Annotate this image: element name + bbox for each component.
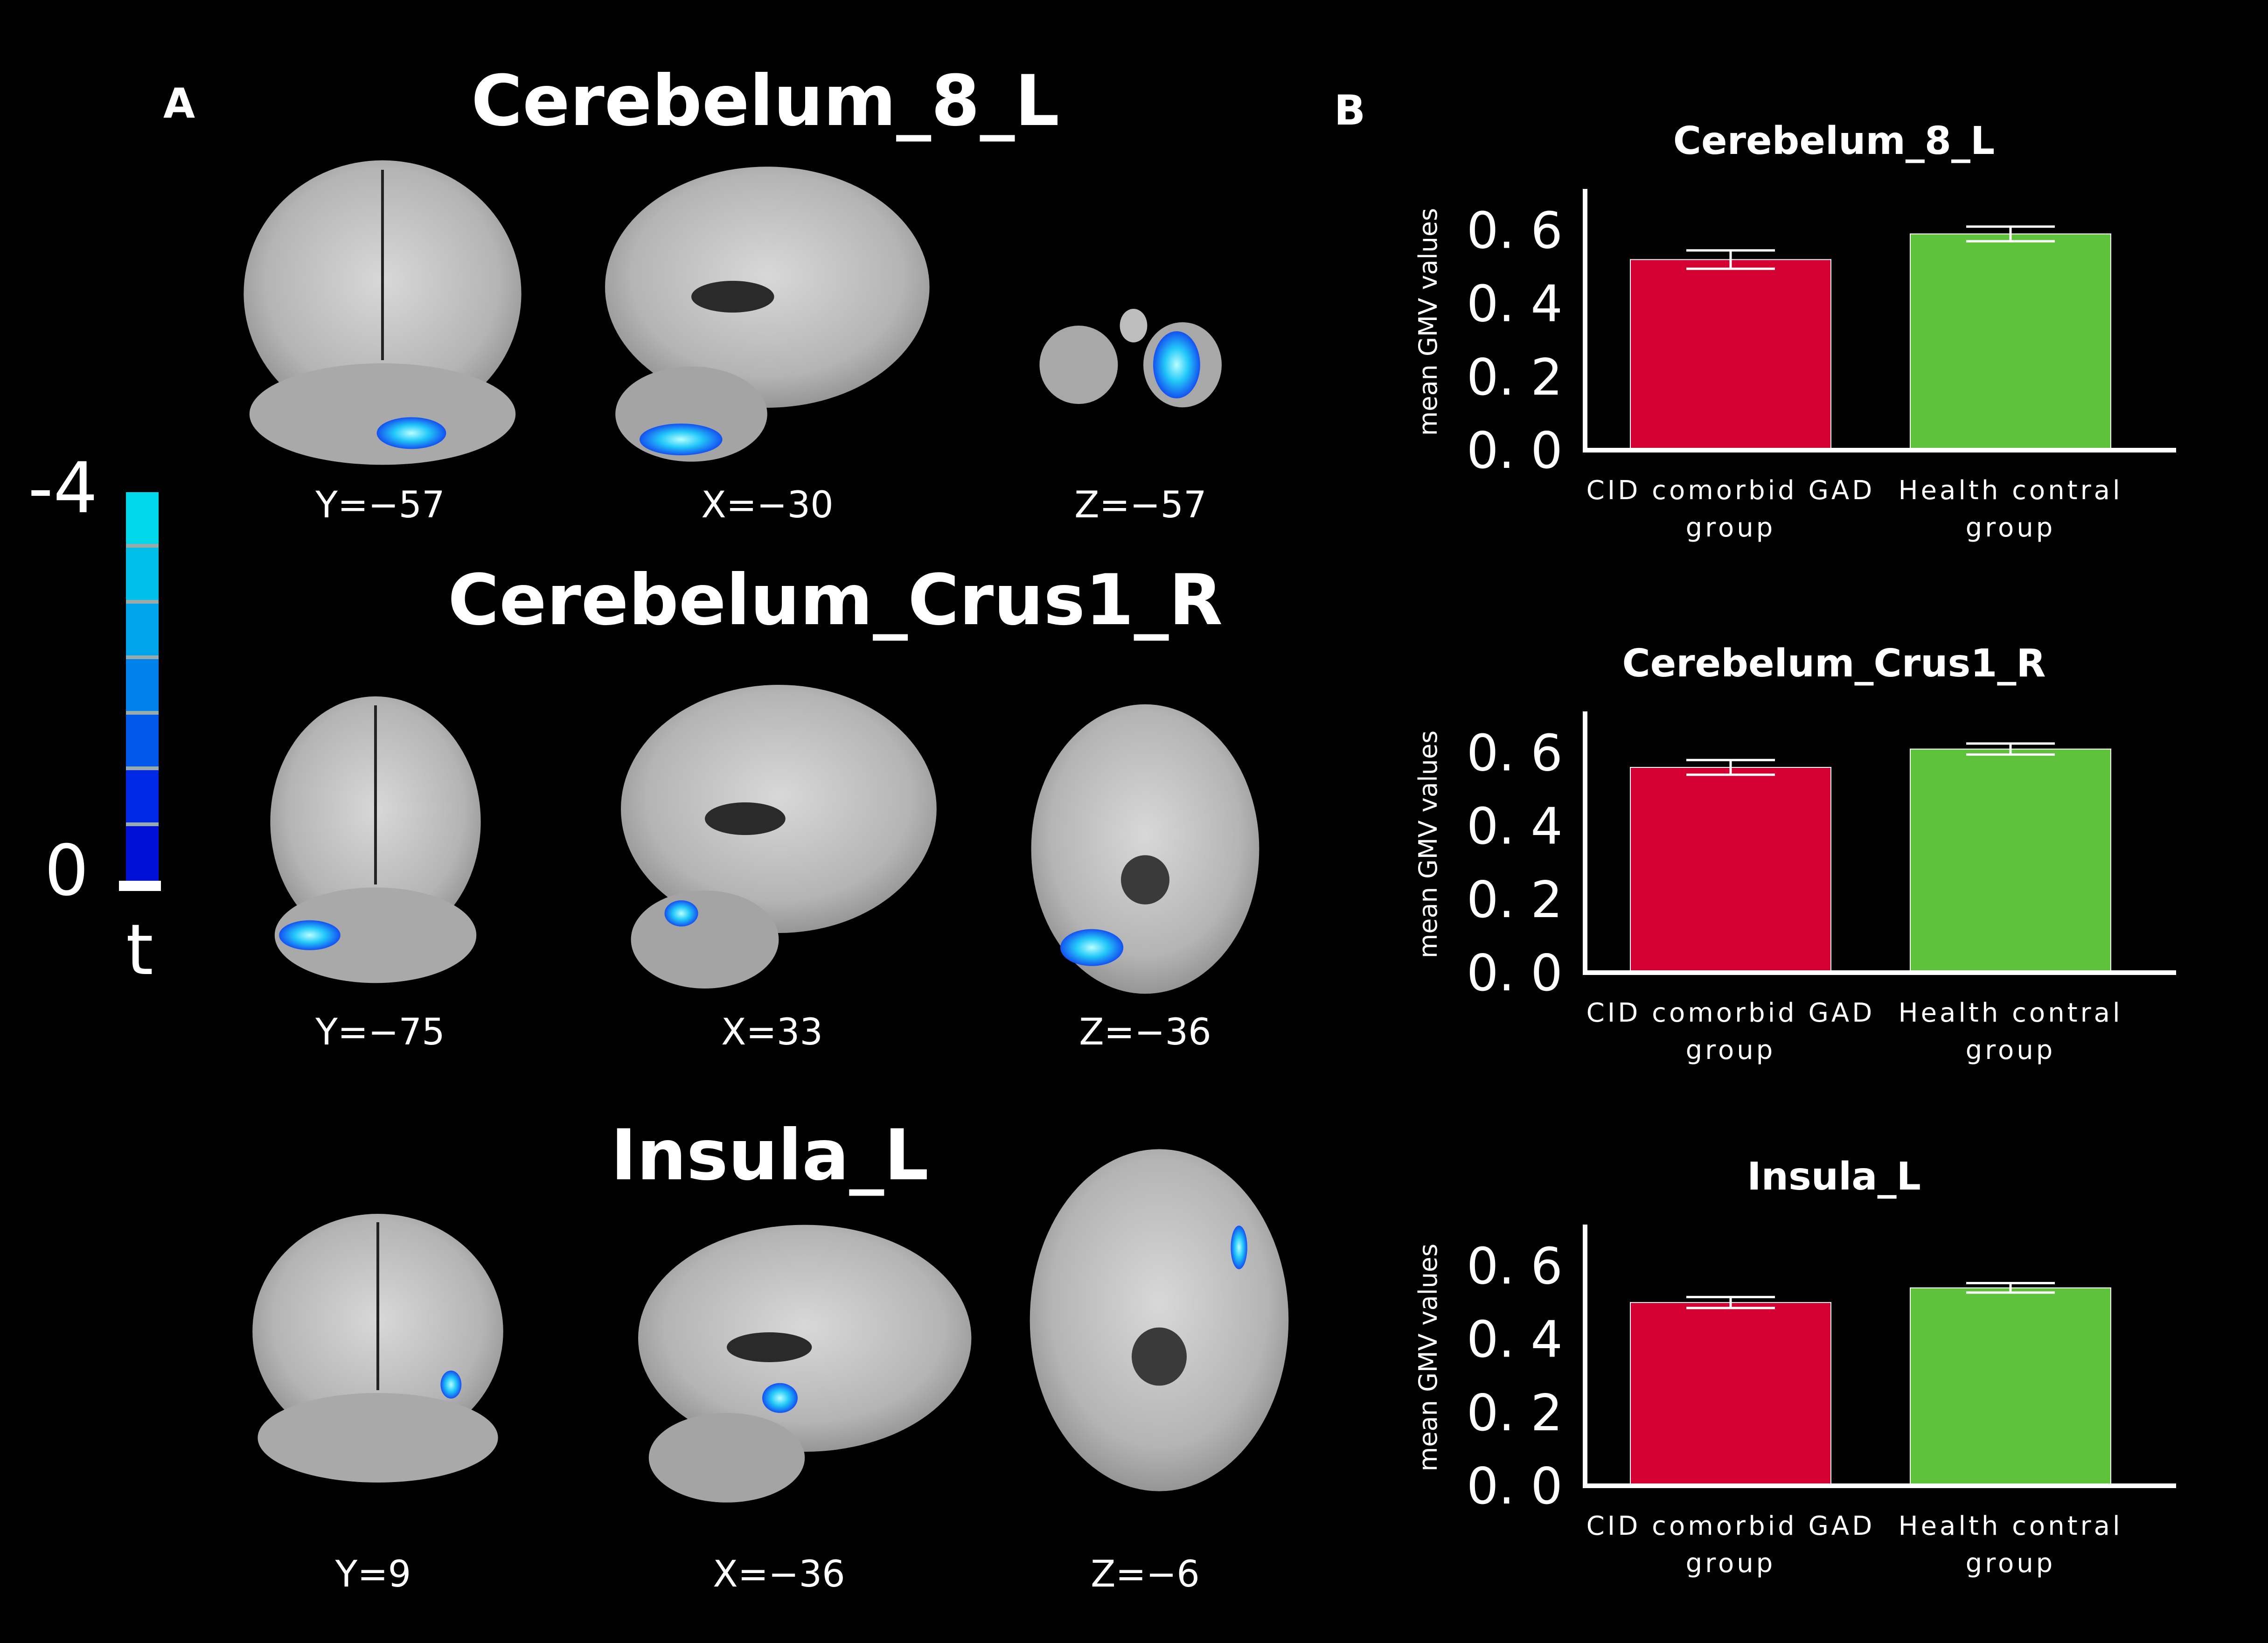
panel-b-letter: B: [1334, 86, 1366, 134]
brain-slice-axial: [1022, 1138, 1297, 1502]
y-tick-label: 0. 4: [1467, 1311, 1563, 1369]
brain-slice-sagittal: [620, 1213, 975, 1511]
y-tick-label: 0. 0: [1467, 422, 1563, 480]
y-tick-label: 0. 4: [1467, 275, 1563, 334]
y-tick-label: 0. 2: [1467, 348, 1563, 407]
y-tick-label: 0. 0: [1467, 1457, 1563, 1516]
colorbar-unit-label: t: [126, 910, 153, 991]
coord-label: Y=9: [335, 1553, 411, 1595]
y-tick-label: 0. 6: [1467, 1238, 1563, 1296]
y-tick-label: 0. 0: [1467, 944, 1563, 1003]
activation-cluster: [762, 1383, 798, 1413]
y-axis-label: mean GMV values: [1413, 208, 1443, 436]
brain-slice-coronal: [238, 154, 527, 471]
x-tick-label: group: [1966, 1035, 2056, 1065]
brain-slice-sagittal: [604, 672, 940, 998]
chart-title: Cerebelum_8_L: [1673, 119, 1995, 163]
chart-title: Insula_L: [1747, 1155, 1921, 1199]
y-tick-label: 0. 2: [1467, 1384, 1563, 1442]
bar: [1630, 767, 1831, 973]
coord-label: Z=−36: [1079, 1011, 1211, 1053]
colorbar-min-label: 0: [44, 830, 89, 912]
activation-cluster: [640, 424, 723, 455]
region-title-3: Insula_L: [611, 1115, 929, 1196]
coord-label: Y=−57: [315, 484, 445, 526]
brain-slice-axial-small: [1036, 303, 1231, 415]
region-title-2: Cerebelum_Crus1_R: [448, 560, 1223, 641]
x-tick-label: group: [1686, 1035, 1776, 1065]
brain-slice-sagittal: [588, 154, 933, 471]
y-tick-label: 0. 4: [1467, 798, 1563, 856]
x-tick-label: group: [1686, 1548, 1776, 1579]
colorbar-segment: [126, 659, 159, 715]
brain-slice-coronal: [247, 1208, 508, 1488]
y-axis-label: mean GMV values: [1413, 731, 1443, 958]
colorbar-segment: [126, 603, 159, 659]
x-tick-label: CID comorbid GAD: [1586, 475, 1875, 506]
colorbar-segment: [126, 770, 159, 826]
bar: [1910, 1287, 2111, 1486]
y-tick-label: 0. 6: [1467, 202, 1563, 260]
colorbar-segment: [126, 548, 159, 604]
x-tick-label: CID comorbid GAD: [1586, 998, 1875, 1028]
x-tick-label: Health contral: [1898, 1511, 2122, 1541]
x-tick-label: group: [1966, 513, 2056, 543]
colorbar-max-label: -4: [28, 448, 98, 529]
brain-slice-coronal: [266, 690, 485, 989]
colorbar: [126, 492, 159, 882]
activation-cluster: [1060, 929, 1124, 966]
coord-label: X=−36: [713, 1553, 845, 1595]
coord-label: Z=−57: [1074, 484, 1207, 526]
colorbar-segment: [126, 826, 159, 882]
bar: [1910, 233, 2111, 451]
colorbar-segment: [126, 492, 159, 548]
colorbar-segment: [126, 715, 159, 771]
chart-title: Cerebelum_Crus1_R: [1622, 641, 2045, 686]
x-tick-label: Health contral: [1898, 475, 2122, 506]
y-tick-label: 0. 6: [1467, 724, 1563, 783]
bar: [1630, 259, 1831, 451]
bar: [1630, 1302, 1831, 1486]
activation-cluster: [376, 417, 446, 449]
brain-slice-axial: [1024, 695, 1266, 1003]
coord-label: Z=−6: [1091, 1553, 1200, 1595]
activation-cluster: [1153, 331, 1200, 398]
y-tick-label: 0. 2: [1467, 871, 1563, 929]
colorbar-zero-tick: [119, 881, 161, 891]
x-tick-label: group: [1686, 513, 1776, 543]
y-axis-label: mean GMV values: [1413, 1244, 1443, 1471]
activation-cluster: [664, 900, 698, 926]
x-tick-label: CID comorbid GAD: [1586, 1511, 1875, 1541]
panel-a-letter: A: [163, 79, 195, 127]
coord-label: X=−30: [701, 484, 834, 526]
activation-cluster: [279, 920, 341, 950]
x-tick-label: Health contral: [1898, 998, 2122, 1028]
activation-cluster: [1231, 1225, 1247, 1269]
coord-label: X=33: [721, 1011, 823, 1053]
activation-cluster: [440, 1371, 462, 1399]
bar: [1910, 748, 2111, 973]
region-title-1: Cerebelum_8_L: [471, 61, 1060, 142]
x-tick-label: group: [1966, 1548, 2056, 1579]
coord-label: Y=−75: [315, 1011, 445, 1053]
